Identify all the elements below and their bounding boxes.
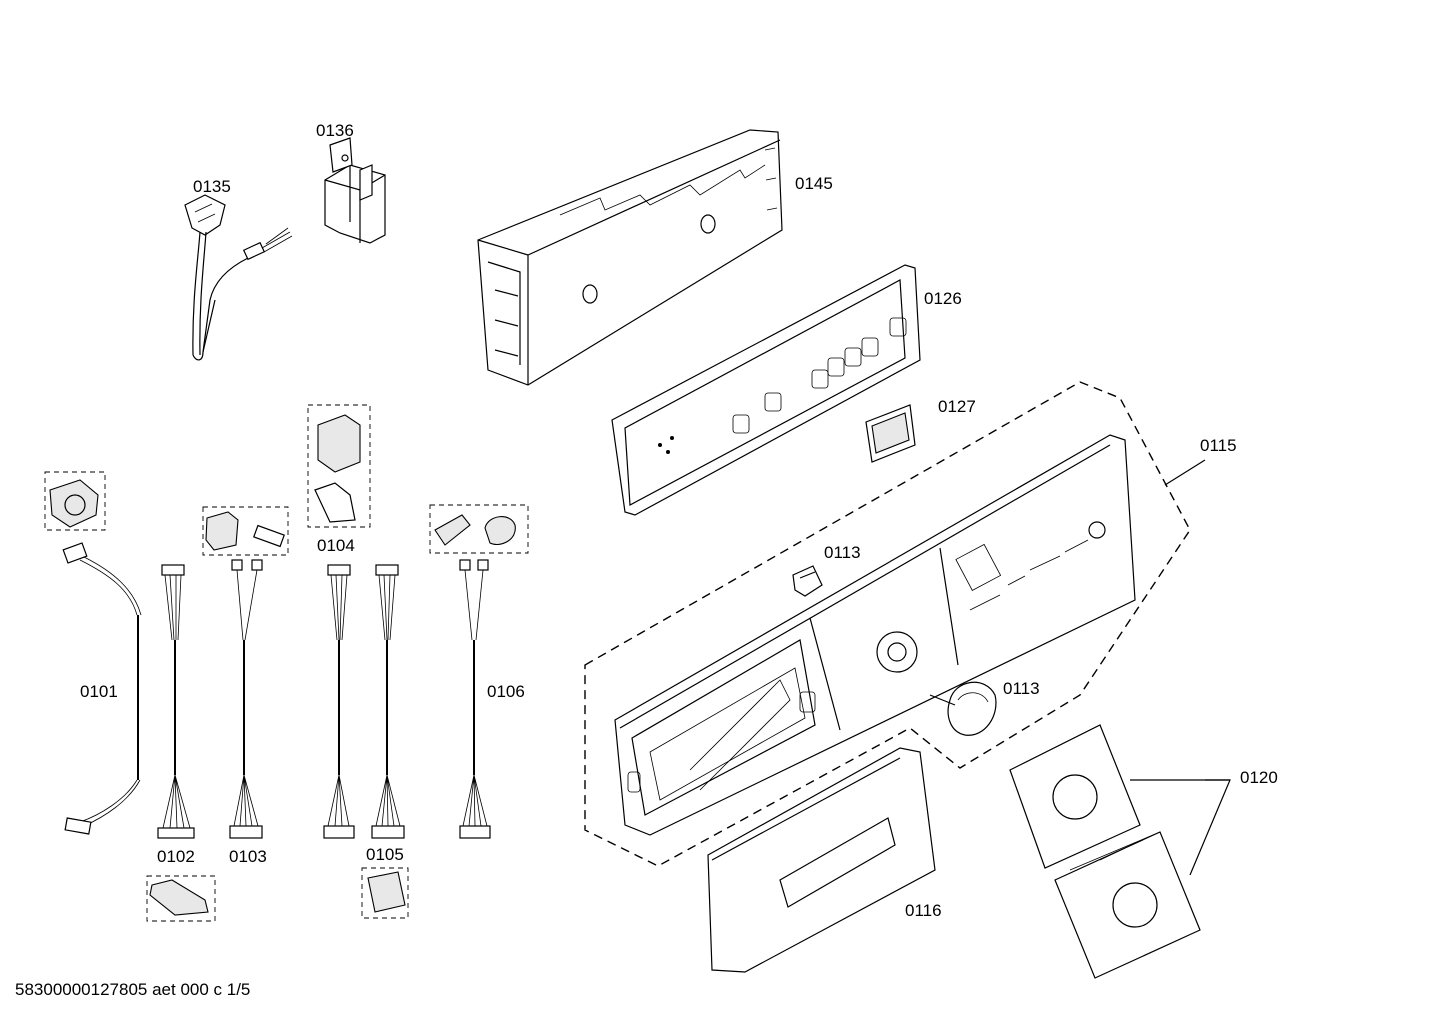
knob-part-small bbox=[792, 565, 823, 597]
wire-harness-0104 bbox=[323, 564, 355, 839]
label-0136: 0136 bbox=[316, 121, 354, 140]
knob-part-large bbox=[929, 681, 997, 736]
wire-harness-0106 bbox=[459, 559, 491, 839]
label-0106: 0106 bbox=[487, 682, 525, 701]
inlet-valve-component-box bbox=[307, 404, 371, 528]
label-0127: 0127 bbox=[938, 397, 976, 416]
label-0103: 0103 bbox=[229, 847, 267, 866]
display-module-part bbox=[865, 404, 916, 463]
label-0102: 0102 bbox=[157, 847, 195, 866]
pressure-switch-component-box bbox=[361, 867, 409, 919]
sensor-component-box bbox=[429, 504, 529, 554]
label-0104: 0104 bbox=[317, 536, 355, 555]
panel-assembly-outline bbox=[584, 381, 1191, 867]
wire-harness-0105 bbox=[371, 564, 405, 839]
wire-harness-0101 bbox=[62, 542, 142, 835]
label-0101: 0101 bbox=[80, 682, 118, 701]
power-cord-part bbox=[184, 194, 293, 361]
label-0116: 0116 bbox=[905, 901, 942, 920]
control-panel-part bbox=[614, 434, 1136, 836]
label-0113-large-knob: 0113 bbox=[1003, 679, 1040, 698]
label-0113-small-knob: 0113 bbox=[824, 543, 861, 562]
valve-component-box bbox=[202, 506, 289, 556]
label-0145: 0145 bbox=[795, 174, 833, 193]
interference-filter-part bbox=[324, 137, 386, 244]
wire-harness-0102 bbox=[157, 564, 195, 839]
heater-component-box bbox=[146, 875, 216, 922]
control-pcb-part bbox=[611, 264, 921, 516]
control-housing-part bbox=[477, 129, 783, 386]
drawer-handle-part bbox=[707, 747, 936, 973]
motor-component-box bbox=[44, 471, 106, 531]
label-0105: 0105 bbox=[366, 845, 404, 864]
label-0135: 0135 bbox=[193, 177, 231, 196]
document-reference-footer: 58300000127805 aet 000 c 1/5 bbox=[15, 980, 251, 999]
label-0126: 0126 bbox=[924, 289, 962, 308]
label-0120: 0120 bbox=[1240, 768, 1278, 787]
wire-harness-0103 bbox=[229, 559, 263, 839]
label-0115: 0115 bbox=[1200, 436, 1237, 455]
leader-lines bbox=[1130, 459, 1231, 876]
cover-plate-part bbox=[1009, 724, 1201, 979]
